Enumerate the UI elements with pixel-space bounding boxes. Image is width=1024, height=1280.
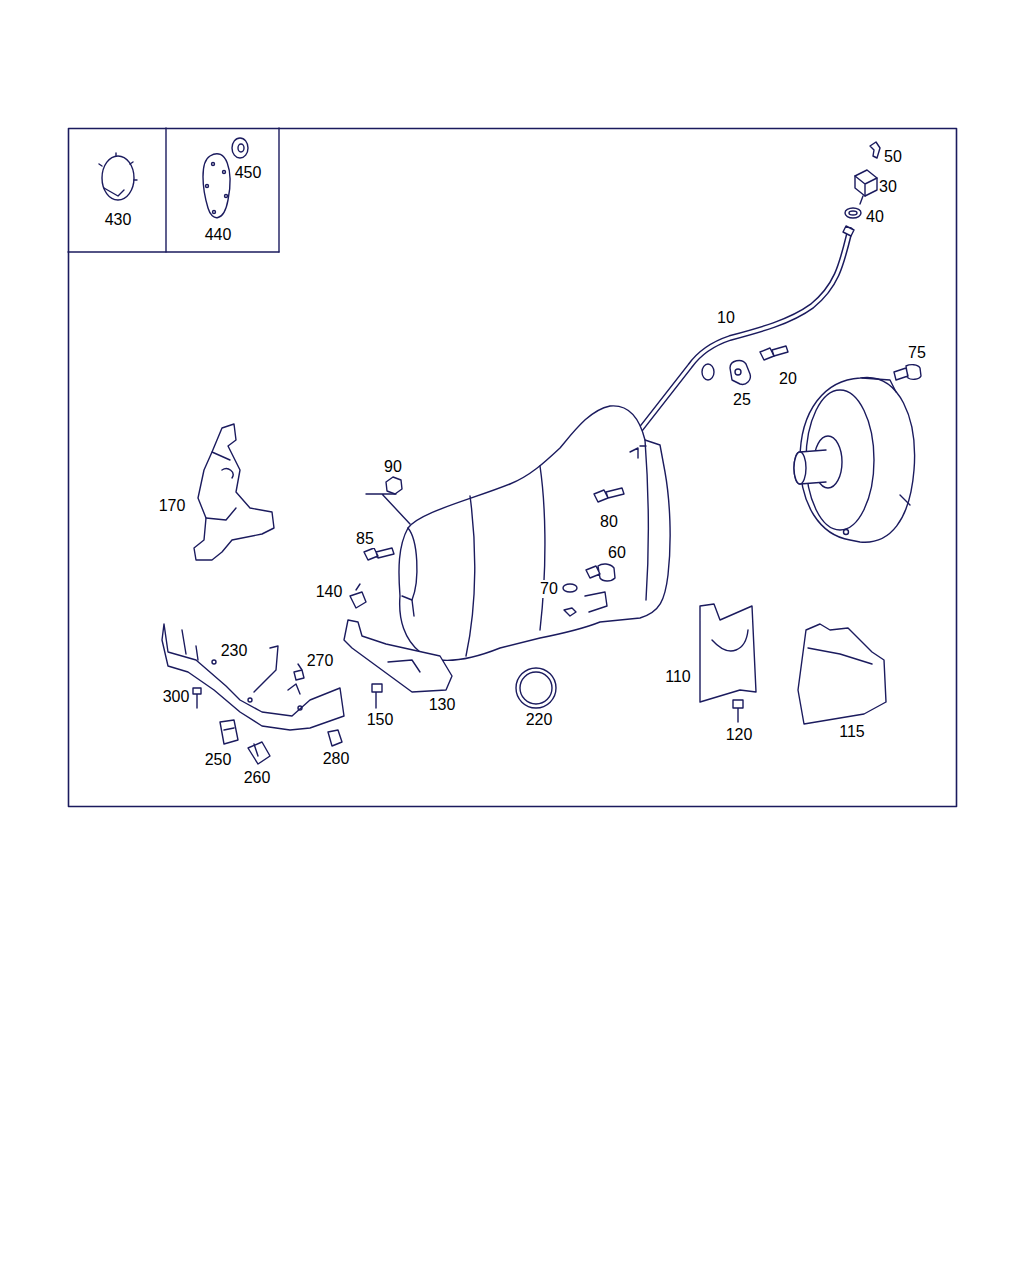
callout-number: 40: [865, 208, 885, 226]
heat-shield-detail: [388, 660, 420, 672]
callout-number: 25: [732, 391, 752, 409]
callout-number: 85: [355, 530, 375, 548]
callout-number: 220: [525, 711, 554, 729]
seal-ring: [516, 668, 556, 708]
wiring-bracket: [162, 624, 344, 730]
clip: [220, 720, 238, 744]
callout-number: 80: [599, 513, 619, 531]
leader-line: [366, 494, 410, 524]
bolt: [364, 548, 394, 560]
bolt: [586, 564, 615, 581]
cover-shield: [798, 624, 886, 724]
callout-number: 140: [315, 583, 344, 601]
callout-number: 170: [158, 497, 187, 515]
cover-shield-detail: [808, 648, 872, 664]
callout-number: 10: [716, 309, 736, 327]
bolt: [594, 488, 624, 502]
callout-number: 280: [322, 750, 351, 768]
callout-number: 440: [204, 226, 233, 244]
callout-number: 60: [607, 544, 627, 562]
callout-number: 50: [883, 148, 903, 166]
plug: [564, 608, 576, 616]
callout-number: 75: [907, 344, 927, 362]
washer: [563, 584, 577, 592]
dipstick-parts: [845, 142, 880, 218]
callout-number: 20: [778, 370, 798, 388]
callout-number: 30: [878, 178, 898, 196]
bolt: [733, 700, 743, 722]
clip: [248, 742, 270, 764]
heat-shield: [344, 620, 452, 692]
callout-number: 90: [383, 458, 403, 476]
callout-number: 230: [220, 642, 249, 660]
callout-number: 130: [428, 696, 457, 714]
callout-number: 110: [664, 668, 692, 686]
callout-number: 250: [204, 751, 233, 769]
callout-number: 115: [838, 723, 866, 741]
callout-number: 430: [104, 211, 133, 229]
transmission-housing: [399, 406, 670, 661]
callout-number: 120: [725, 726, 754, 744]
callout-number: 300: [162, 688, 191, 706]
mount-bracket-detail: [206, 452, 236, 520]
frame: [69, 129, 957, 807]
callout-number: 260: [243, 769, 272, 787]
torque-converter: [794, 377, 915, 542]
inset-rule: [68, 251, 279, 252]
callout-number: 270: [306, 652, 335, 670]
clip: [350, 584, 366, 608]
bolt: [894, 365, 921, 380]
bolt: [193, 688, 201, 708]
inset-rule: [278, 128, 279, 252]
nut: [386, 477, 402, 494]
bolt: [372, 684, 382, 708]
cover-shield-detail: [712, 630, 748, 651]
inset-rule: [165, 128, 166, 252]
callout-number: 70: [539, 580, 559, 598]
callout-number: 450: [234, 164, 263, 182]
clip: [294, 664, 304, 680]
mount-bracket: [194, 424, 274, 560]
callout-number: 150: [366, 711, 395, 729]
cover-shield: [700, 604, 756, 702]
cover-cap: [99, 153, 137, 200]
seal-ring: [520, 672, 552, 704]
clip: [328, 730, 342, 746]
